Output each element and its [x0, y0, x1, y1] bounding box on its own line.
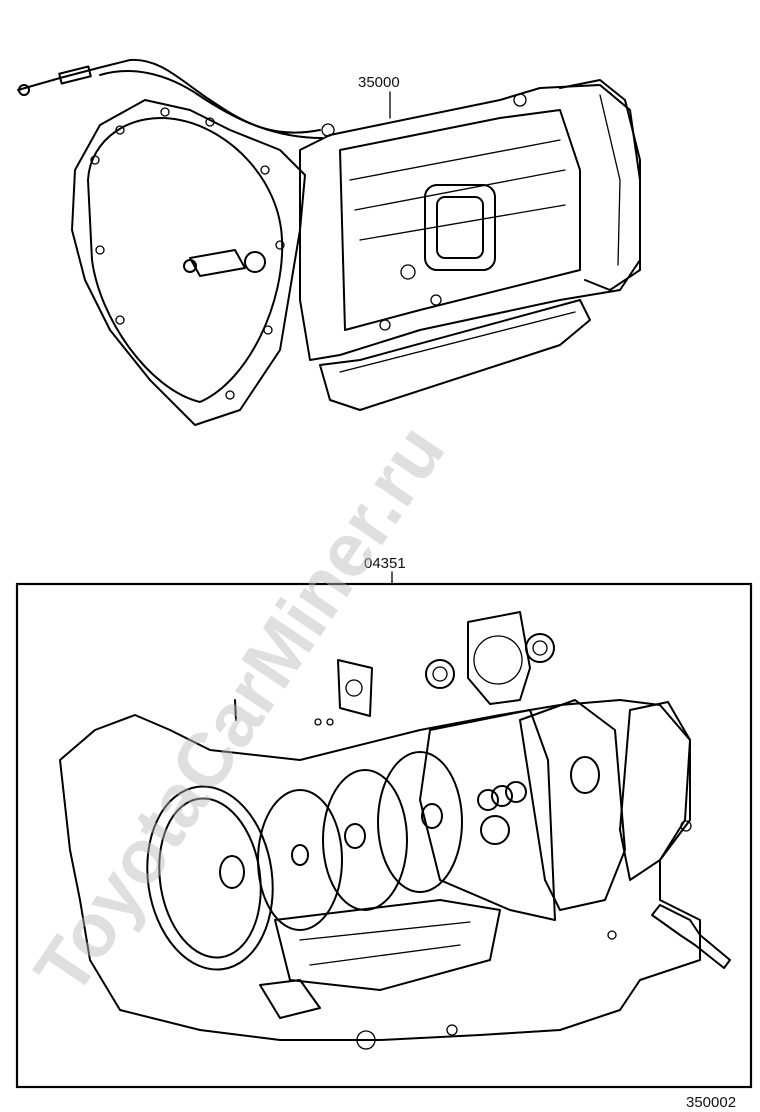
lower-gasket — [259, 979, 321, 1019]
transmission-assembly-illustration[interactable] — [17, 58, 641, 426]
part-number-35000[interactable]: 35000 — [358, 74, 400, 91]
clutch-ring-3 — [377, 751, 463, 893]
speed-sensor-sleeve — [651, 904, 731, 969]
gasket-kit-frame — [15, 582, 753, 1089]
gasket-kit-illustration[interactable] — [59, 611, 731, 1050]
control-cable — [17, 58, 323, 139]
upper-seal-plate — [337, 659, 373, 717]
valve-body-plate — [274, 899, 501, 991]
oil-seal-b — [525, 633, 555, 663]
large-gasket-ring — [146, 785, 274, 971]
extension-gasket — [619, 701, 691, 881]
transmission-case — [299, 79, 641, 411]
bell-housing — [71, 99, 306, 426]
case-silhouette — [59, 699, 701, 1041]
pump-cover-gasket — [467, 611, 531, 705]
watermark-text: ToyotaCarMiner.ru — [19, 410, 462, 1010]
pump-body-gasket — [419, 709, 556, 921]
part-number-04351[interactable]: 04351 — [364, 555, 406, 572]
oil-seal-a — [425, 659, 455, 689]
figure-code: 350002 — [686, 1094, 736, 1111]
case-gasket-right — [519, 699, 626, 911]
clutch-ring-1 — [257, 789, 343, 931]
